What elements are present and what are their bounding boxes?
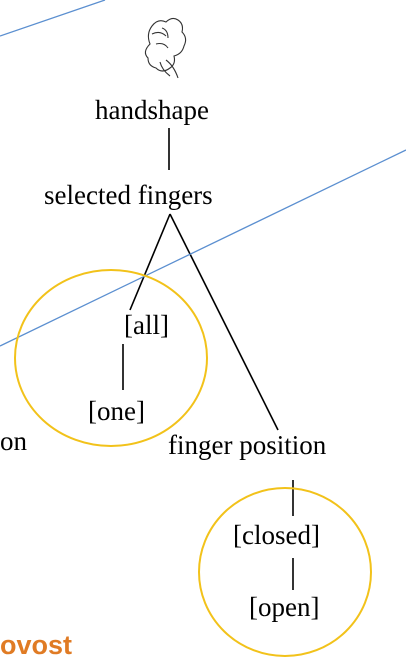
node-handshape: handshape <box>95 95 209 125</box>
node-left-fragment: on <box>0 426 27 456</box>
edge-selected-finger-position <box>169 213 279 431</box>
node-all: [all] <box>124 310 169 340</box>
node-one: [one] <box>88 396 145 426</box>
highlight-circle-left <box>14 269 208 447</box>
hand-sketch-icon <box>144 17 187 79</box>
overlay-lines <box>0 0 406 347</box>
highlight-circles <box>14 269 372 657</box>
node-open: [open] <box>249 592 320 622</box>
node-closed: [closed] <box>233 520 320 550</box>
bottom-text-fragment: ovost <box>0 630 73 660</box>
node-selected-fingers: selected fingers <box>44 180 213 210</box>
highlight-circle-right <box>198 487 372 657</box>
tree-lines <box>122 128 294 590</box>
overlay-line-middle <box>0 149 406 347</box>
overlay-line-top <box>0 0 106 37</box>
node-finger-position: finger position <box>168 430 327 460</box>
edge-selected-all <box>129 213 171 311</box>
